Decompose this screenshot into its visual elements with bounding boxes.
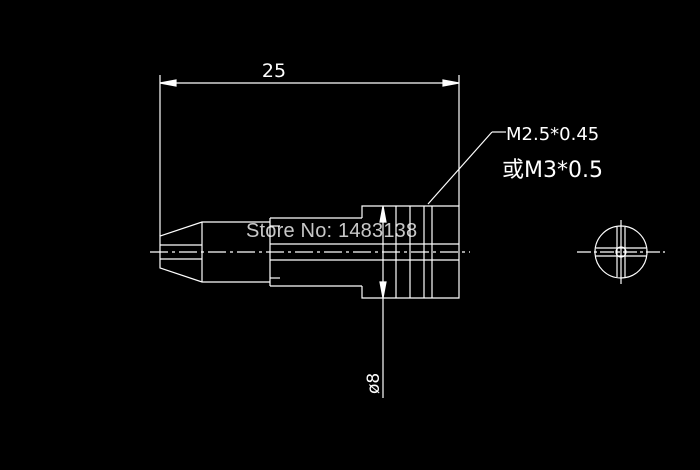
- thread-leader-line: [427, 131, 493, 205]
- length-dimension-label: 25: [262, 60, 286, 82]
- arrow-diameter-top: [379, 205, 387, 223]
- arrow-diameter-bottom: [379, 281, 387, 299]
- store-watermark: Store No: 1483138: [246, 220, 418, 242]
- arrow-left: [159, 79, 177, 87]
- part-head-outline: [361, 205, 460, 299]
- arrow-right: [442, 79, 460, 87]
- thread-spec-primary: M2.5*0.45: [506, 124, 599, 145]
- diameter-dimension-label: ø8: [364, 373, 384, 394]
- thread-spec-alternate: 或M3*0.5: [502, 158, 603, 183]
- part-tip-outline: [159, 221, 270, 283]
- end-view-bore: [615, 246, 627, 258]
